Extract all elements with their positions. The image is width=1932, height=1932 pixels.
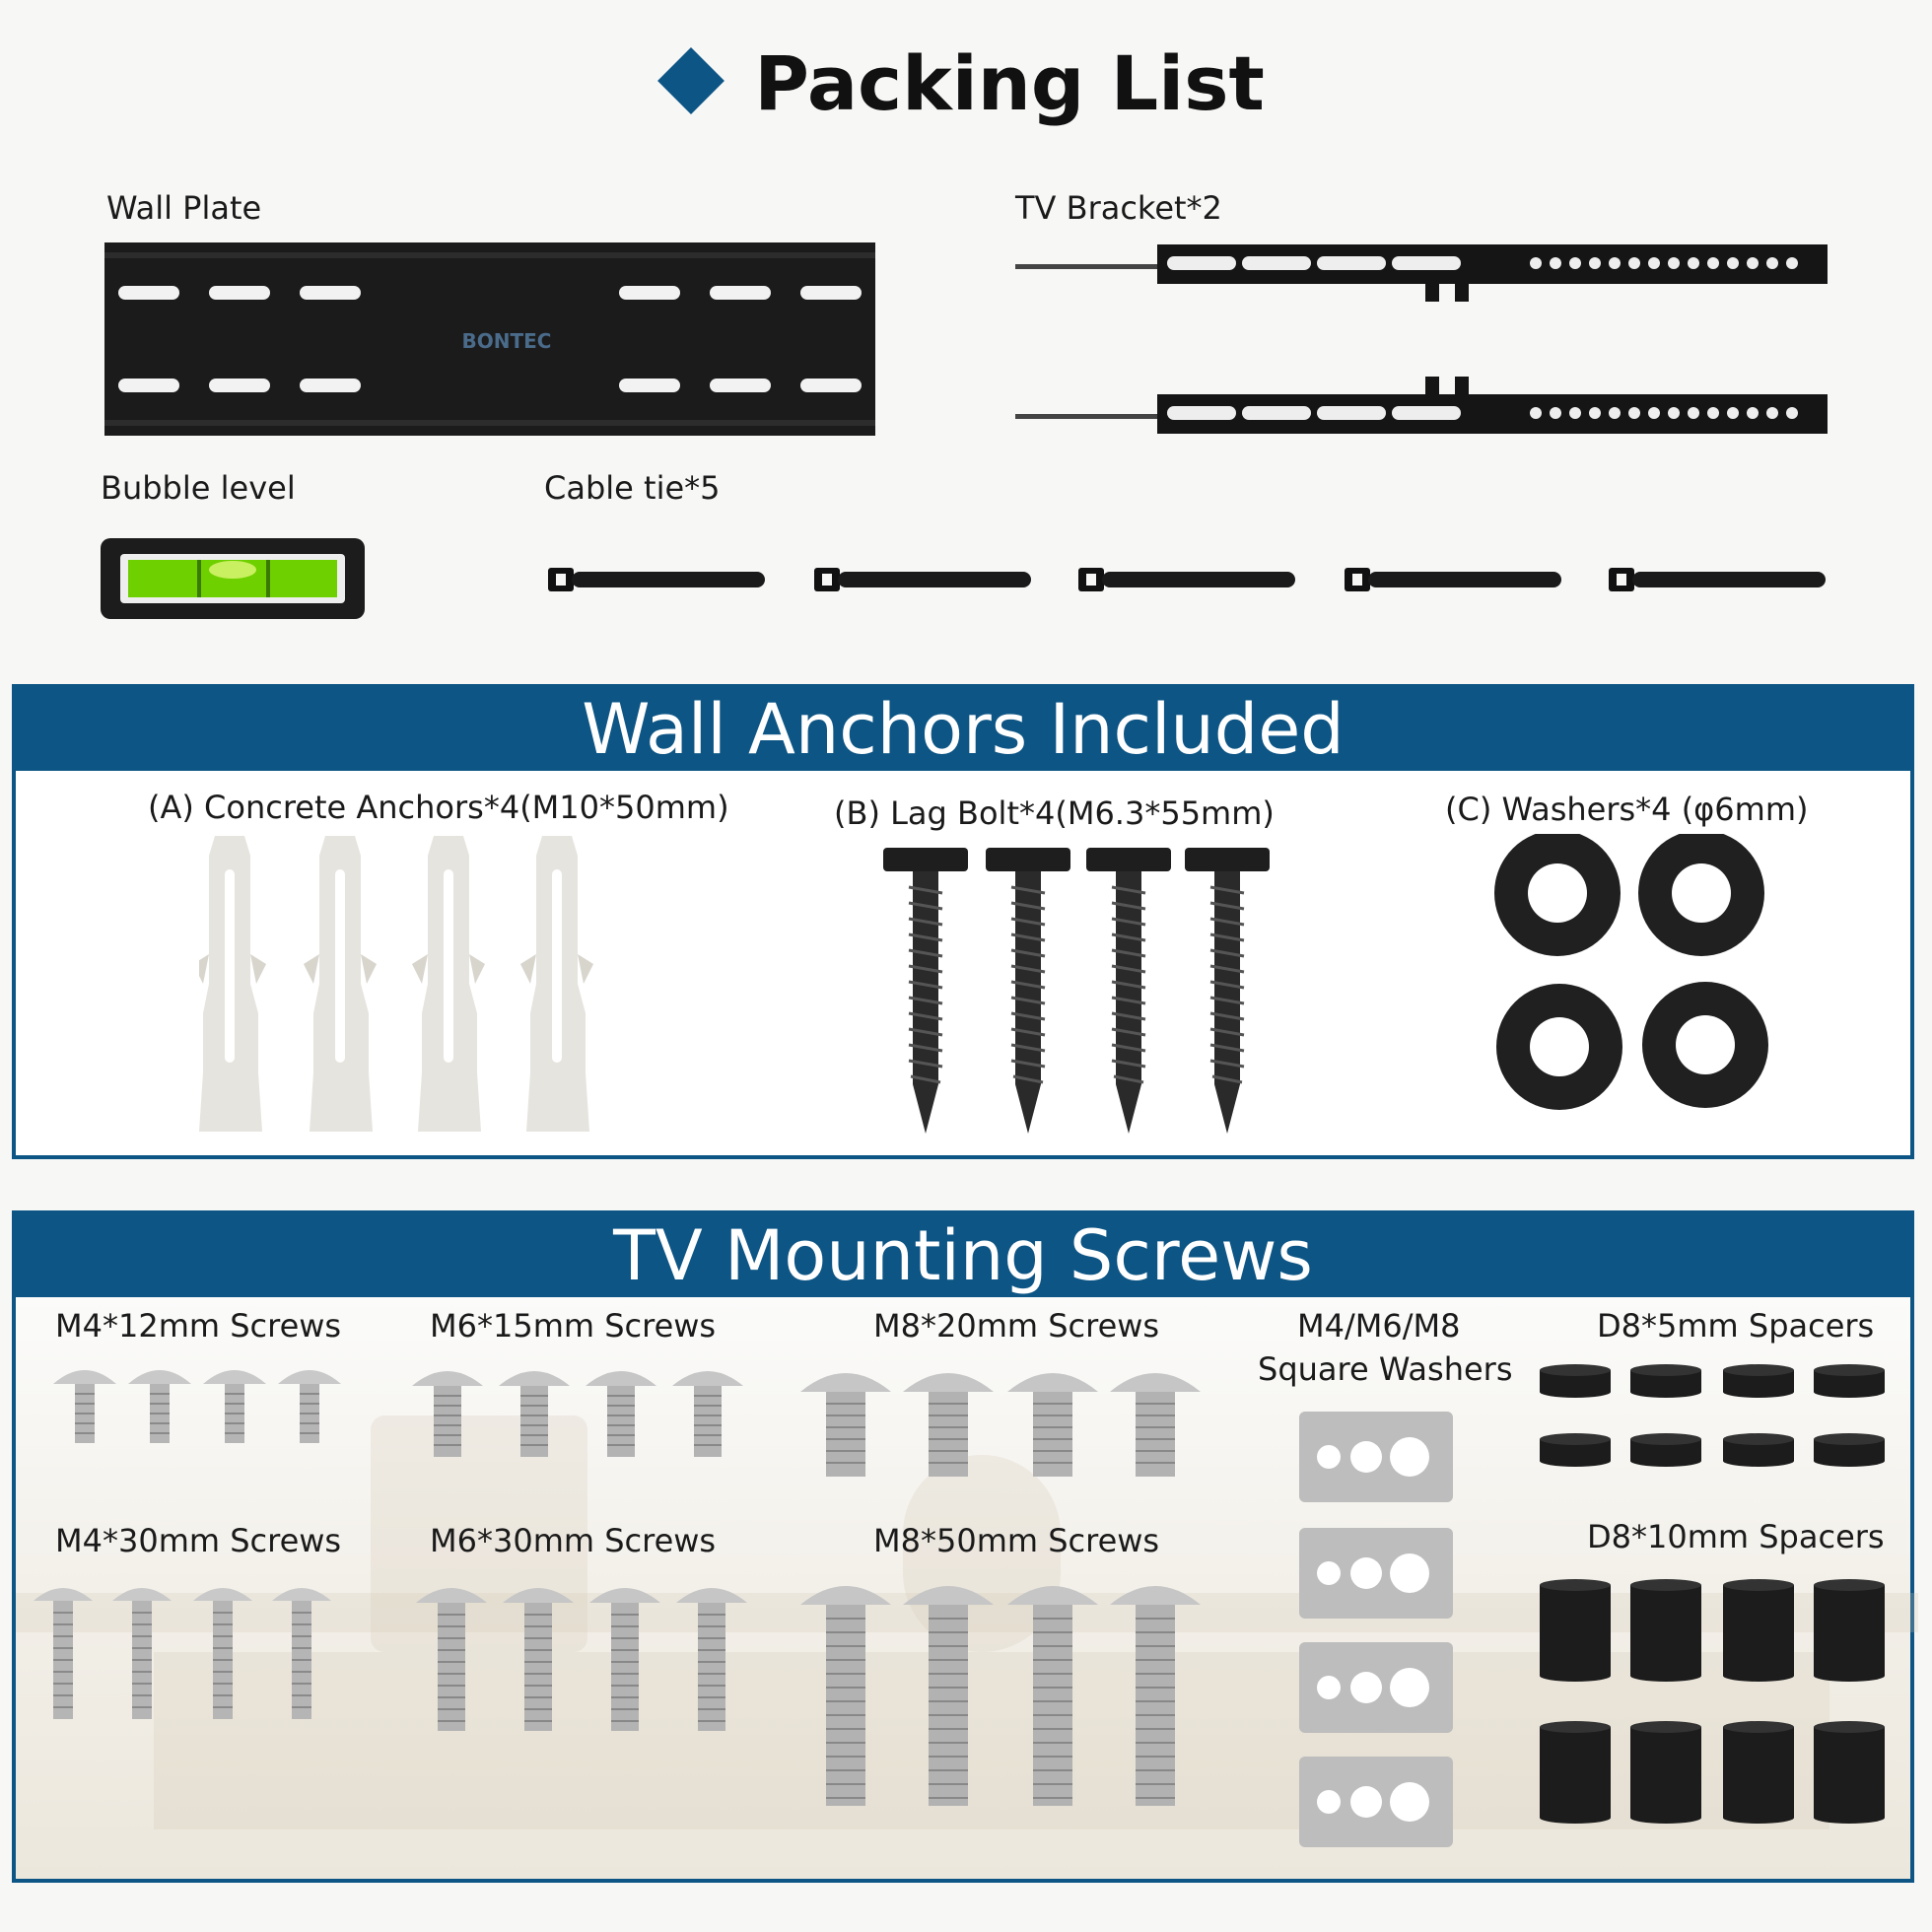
square-washers-image — [1299, 1412, 1453, 1847]
m6-15-screws-image — [412, 1370, 744, 1458]
wall-anchors-section: Wall Anchors Included (A) Concrete Ancho… — [12, 684, 1914, 1159]
page-title: Packing List — [0, 39, 1932, 127]
brand-logo: BONTEC — [462, 329, 552, 353]
d8-5-spacers-label: D8*5mm Spacers — [1597, 1307, 1875, 1345]
m8-20-screws-image — [800, 1372, 1202, 1478]
lag-bolt-label: (B) Lag Bolt*4(M6.3*55mm) — [834, 794, 1275, 832]
m8-50-label: M8*50mm Screws — [873, 1522, 1160, 1559]
square-washers-label-line1: M4/M6/M8 — [1297, 1307, 1461, 1345]
tv-mounting-screws-section: TV Mounting Screws M4*12mm Screws M6*15m… — [12, 1210, 1918, 1883]
m4-30-screws-image — [34, 1587, 332, 1720]
wall-anchors-heading: Wall Anchors Included — [16, 688, 1910, 771]
m6-30-label: M6*30mm Screws — [430, 1522, 717, 1559]
square-washers-label-line2: Square Washers — [1258, 1350, 1513, 1388]
washers-label: (C) Washers*4 (φ6mm) — [1445, 791, 1809, 828]
tv-bracket-image — [1015, 244, 1828, 434]
m6-30-screws-image — [416, 1587, 748, 1732]
concrete-anchors-label: (A) Concrete Anchors*4(M10*50mm) — [148, 789, 729, 826]
diamond-icon — [657, 47, 725, 114]
cable-tie-label: Cable tie*5 — [544, 469, 721, 507]
wall-plate-image: BONTEC — [104, 242, 875, 436]
m4-30-label: M4*30mm Screws — [55, 1522, 342, 1559]
cable-ties-image — [548, 568, 1826, 591]
m4-12-label: M4*12mm Screws — [55, 1307, 342, 1345]
d8-10-spacers-label: D8*10mm Spacers — [1587, 1518, 1885, 1555]
concrete-anchors-image — [199, 836, 593, 1132]
lag-bolts-image — [883, 848, 1272, 1136]
d8-5-spacers-image — [1540, 1364, 1885, 1467]
tv-mounting-screws-heading: TV Mounting Screws — [16, 1214, 1910, 1297]
m8-20-label: M8*20mm Screws — [873, 1307, 1160, 1345]
bubble-level-label: Bubble level — [101, 469, 296, 507]
m6-15-label: M6*15mm Screws — [430, 1307, 717, 1345]
wall-plate-label: Wall Plate — [106, 189, 262, 227]
m8-50-screws-image — [800, 1585, 1202, 1807]
tv-bracket-label: TV Bracket*2 — [1015, 189, 1222, 227]
d8-10-spacers-image — [1540, 1579, 1885, 1824]
m4-12-screws-image — [53, 1369, 342, 1444]
washers-image — [1494, 834, 1768, 1110]
bubble-level-image — [101, 538, 365, 619]
